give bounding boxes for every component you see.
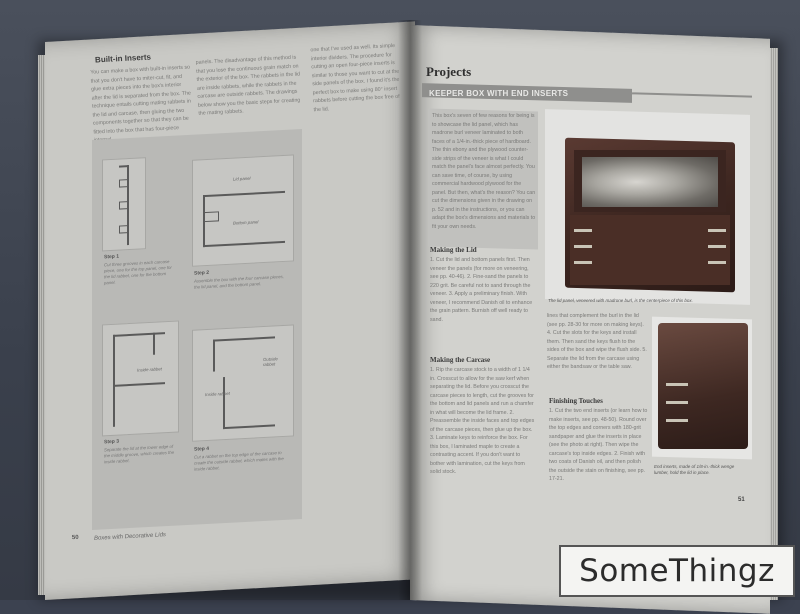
step3-caption: Separate the lid at the lower edge of th… bbox=[104, 443, 174, 465]
project-title: KEEPER BOX WITH END INSERTS bbox=[429, 89, 569, 98]
finishing-instructions: 1. Cut the two end inserts (or learn how… bbox=[549, 408, 648, 482]
step3-title: Step 3 bbox=[104, 438, 120, 446]
book-gutter bbox=[398, 20, 422, 600]
heading-making-carcase: Making the Carcase bbox=[430, 356, 491, 364]
photo2-caption: End inserts, made of 1/8-in.-thick wenge… bbox=[654, 464, 735, 475]
step4-title: Step 4 bbox=[194, 445, 210, 453]
key-inlay bbox=[666, 383, 688, 386]
key-inlay bbox=[666, 419, 688, 422]
step2-drawing: Lid panel Bottom panel bbox=[192, 154, 294, 267]
key-inlay bbox=[666, 401, 688, 404]
step4-caption: Cut a rabbet on the top edge of the carc… bbox=[194, 450, 284, 472]
step2-title: Step 2 bbox=[194, 269, 210, 277]
diagram-panel: Step 1 Cut three grooves in each carcase… bbox=[92, 128, 302, 530]
heading-finishing-touches: Finishing Touches bbox=[549, 397, 603, 405]
heading-making-lid: Making the Lid bbox=[430, 246, 477, 254]
step3-drawing: Inside rabbet bbox=[102, 320, 179, 437]
inside-rabbet-label-a: Inside rabbet bbox=[137, 366, 162, 373]
bottom-panel-label: Bottom panel bbox=[233, 219, 259, 226]
photo1-caption: The lid panel, veneered with madrone bur… bbox=[548, 298, 693, 303]
burl-panel bbox=[582, 157, 718, 207]
inside-rabbet-label-b: Inside rabbet bbox=[205, 390, 230, 398]
keys-instructions: lines that complement the burl in the li… bbox=[547, 313, 647, 370]
intro-text: This box's seven of few reasons for bein… bbox=[432, 113, 536, 230]
watermark-logo: SomeThingz bbox=[559, 545, 795, 597]
step1-drawing bbox=[102, 157, 146, 252]
lid-instructions: 1. Cut the lid and bottom panels first. … bbox=[430, 257, 533, 323]
left-page-column-3: one that I've used as well. Its simple i… bbox=[310, 42, 400, 113]
step1-caption: Cut three grooves in each carcase piece,… bbox=[104, 258, 172, 286]
end-insert-photo bbox=[658, 323, 748, 449]
lid-panel-label: Lid panel bbox=[233, 175, 251, 182]
key-inlay bbox=[708, 229, 726, 232]
outside-rabbet-label: Outside rabbet bbox=[263, 356, 278, 368]
left-page-column-2: panels. The disadvantage of this method … bbox=[195, 54, 301, 117]
right-page-number: 51 bbox=[738, 497, 745, 503]
key-inlay bbox=[574, 229, 592, 232]
step4-drawing: Inside rabbet Outside rabbet bbox=[192, 324, 294, 442]
key-inlay bbox=[574, 245, 592, 248]
key-inlay bbox=[708, 245, 726, 248]
box-carcase-side bbox=[570, 215, 730, 285]
left-page-number: 50 bbox=[71, 534, 79, 542]
step2-caption: Assemble the box with the four carcase p… bbox=[194, 273, 284, 290]
step1-title: Step 1 bbox=[104, 253, 120, 261]
section-title: Projects bbox=[426, 64, 472, 79]
watermark-text: SomeThingz bbox=[579, 553, 775, 589]
left-page-edges bbox=[38, 55, 48, 595]
key-inlay bbox=[574, 261, 592, 264]
key-inlay bbox=[708, 261, 726, 264]
carcase-instructions: 1. Rip the carcase stock to a width of 1… bbox=[430, 367, 535, 475]
left-page-column-1: You can make a box with built-in inserts… bbox=[90, 64, 192, 143]
right-page-edges bbox=[768, 48, 778, 600]
